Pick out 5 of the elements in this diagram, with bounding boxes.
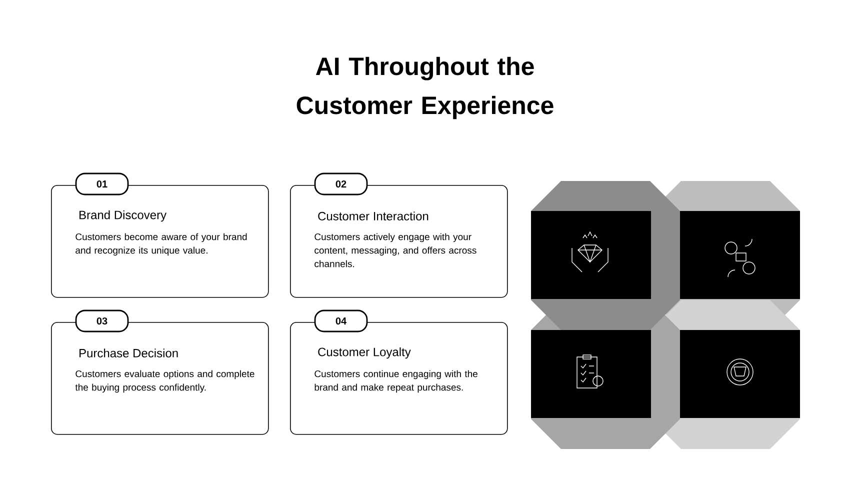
number-pill: 04 (314, 310, 368, 332)
title: AI Throughout the Customer Experience (296, 56, 554, 120)
number-pill: 03 (75, 310, 129, 332)
number-pill: 01 (75, 172, 129, 196)
number-pill: 02 (314, 172, 368, 196)
